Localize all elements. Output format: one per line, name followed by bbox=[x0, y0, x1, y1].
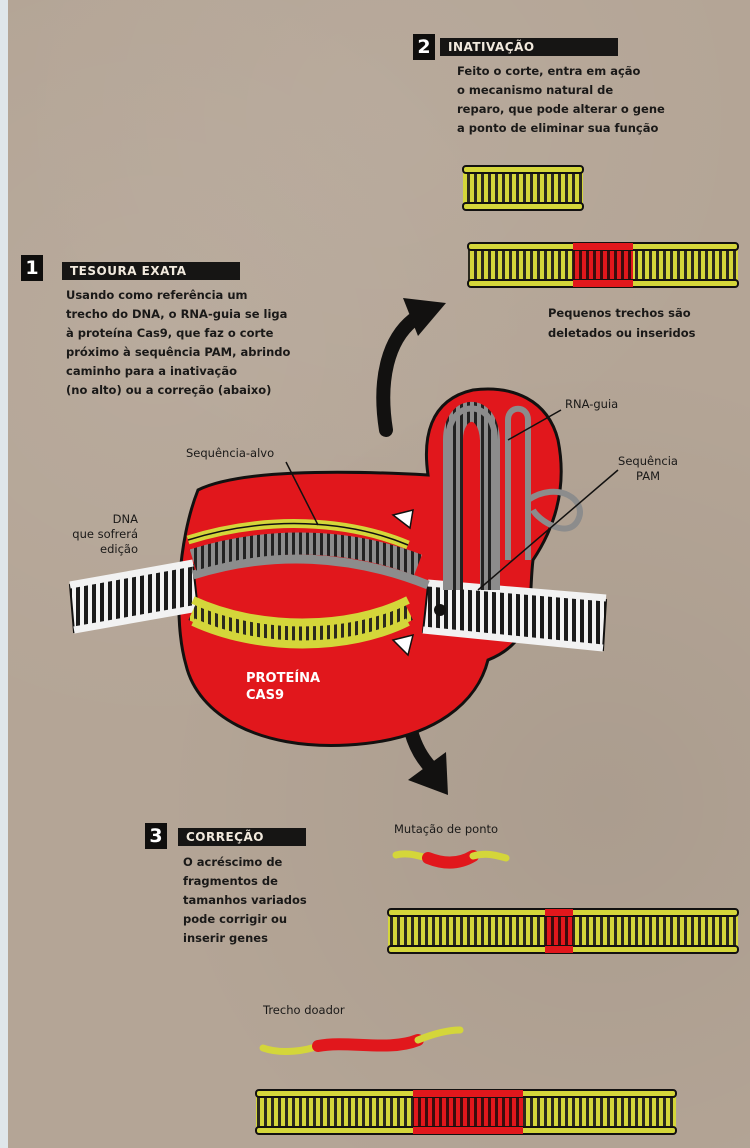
label-small-deletions: Pequenos trechos são deletados ou inseri… bbox=[548, 306, 728, 341]
label-dna-line: edição bbox=[38, 542, 138, 557]
label-dna: DNA que sofrerá edição bbox=[38, 512, 138, 557]
label-pam-sequence: Sequência PAM bbox=[618, 454, 678, 484]
label-cas9-line: CAS9 bbox=[246, 687, 320, 704]
point-mutation-strand bbox=[396, 854, 506, 863]
corrected-dna-strand bbox=[388, 909, 738, 953]
label-donor-segment: Trecho doador bbox=[263, 1003, 345, 1018]
label-cas9-protein: PROTEÍNA CAS9 bbox=[246, 670, 320, 704]
donor-segment-strand bbox=[263, 1030, 460, 1052]
edited-dna-strand bbox=[468, 243, 738, 287]
short-dna-strand bbox=[463, 166, 583, 210]
arrow-up-icon bbox=[383, 298, 446, 430]
infographic-page: 2 INATIVAÇÃO Feito o corte, entra em açã… bbox=[8, 0, 750, 1148]
label-dna-line: que sofrerá bbox=[38, 527, 138, 542]
label-point-mutation: Mutação de ponto bbox=[394, 822, 498, 837]
label-rna-guide: RNA-guia bbox=[565, 397, 618, 412]
label-cas9-line: PROTEÍNA bbox=[246, 670, 320, 687]
label-dna-line: DNA bbox=[38, 512, 138, 527]
inserted-dna-strand bbox=[256, 1090, 676, 1134]
label-pam-line: PAM bbox=[618, 469, 678, 484]
label-small-deletions-line: deletados ou inseridos bbox=[548, 326, 728, 341]
label-pam-line: Sequência bbox=[618, 454, 678, 469]
diagram-illustration bbox=[8, 0, 750, 1148]
label-target-sequence: Sequência-alvo bbox=[186, 446, 274, 461]
label-small-deletions-line: Pequenos trechos são bbox=[548, 306, 728, 321]
